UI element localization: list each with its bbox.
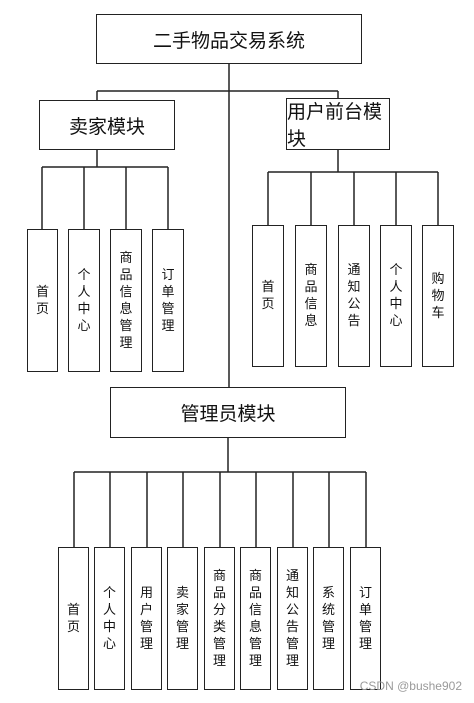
admin-item-label: 卖家管理 bbox=[175, 585, 189, 652]
user-item-profile: 个人中心 bbox=[380, 225, 412, 367]
seller-item-home: 首页 bbox=[27, 229, 58, 372]
admin-item-system-mgmt: 系统管理 bbox=[313, 547, 344, 690]
admin-item-label: 系统管理 bbox=[321, 585, 335, 652]
admin-item-order-mgmt: 订单管理 bbox=[350, 547, 381, 690]
user-item-product-info: 商品信息 bbox=[295, 225, 327, 367]
seller-item-profile: 个人中心 bbox=[68, 229, 100, 372]
admin-module-box: 管理员模块 bbox=[110, 387, 346, 438]
seller-item-label: 首页 bbox=[35, 284, 49, 317]
admin-module-label: 管理员模块 bbox=[180, 403, 276, 425]
admin-item-label: 用户管理 bbox=[139, 585, 153, 652]
seller-module-label: 卖家模块 bbox=[68, 115, 145, 138]
user-module-box: 用户前台模块 bbox=[286, 98, 390, 150]
user-item-home: 首页 bbox=[252, 225, 284, 367]
seller-module-box: 卖家模块 bbox=[39, 100, 175, 150]
user-module-label: 用户前台模块 bbox=[287, 101, 383, 150]
admin-item-product-mgmt: 商品信息管理 bbox=[240, 547, 271, 690]
watermark-text: CSDN @bushe902 bbox=[359, 679, 462, 693]
admin-item-label: 订单管理 bbox=[358, 585, 372, 652]
admin-item-label: 首页 bbox=[66, 602, 80, 635]
seller-item-orders: 订单管理 bbox=[152, 229, 184, 372]
user-item-notices: 通知公告 bbox=[338, 225, 370, 367]
seller-item-label: 订单管理 bbox=[161, 267, 175, 334]
admin-item-label: 商品信息管理 bbox=[248, 568, 262, 669]
user-item-label: 首页 bbox=[261, 280, 275, 312]
admin-item-user-mgmt: 用户管理 bbox=[131, 547, 162, 690]
seller-item-label: 个人中心 bbox=[77, 267, 91, 334]
user-item-label: 购物车 bbox=[431, 271, 445, 321]
seller-item-product-info: 商品信息管理 bbox=[110, 229, 142, 372]
seller-item-label: 商品信息管理 bbox=[119, 250, 133, 351]
admin-item-label: 商品分类管理 bbox=[212, 568, 226, 669]
admin-item-seller-mgmt: 卖家管理 bbox=[167, 547, 198, 690]
user-item-label: 通知公告 bbox=[347, 263, 361, 329]
user-item-cart: 购物车 bbox=[422, 225, 454, 367]
title-label: 二手物品交易系统 bbox=[152, 29, 305, 52]
admin-item-label: 个人中心 bbox=[102, 585, 116, 652]
title-box: 二手物品交易系统 bbox=[96, 14, 362, 64]
user-item-label: 商品信息 bbox=[304, 263, 318, 329]
admin-item-profile: 个人中心 bbox=[94, 547, 125, 690]
admin-item-label: 通知公告管理 bbox=[285, 568, 299, 669]
admin-item-notice-mgmt: 通知公告管理 bbox=[277, 547, 308, 690]
user-item-label: 个人中心 bbox=[389, 263, 403, 329]
admin-item-category-mgmt: 商品分类管理 bbox=[204, 547, 235, 690]
admin-item-home: 首页 bbox=[58, 547, 89, 690]
